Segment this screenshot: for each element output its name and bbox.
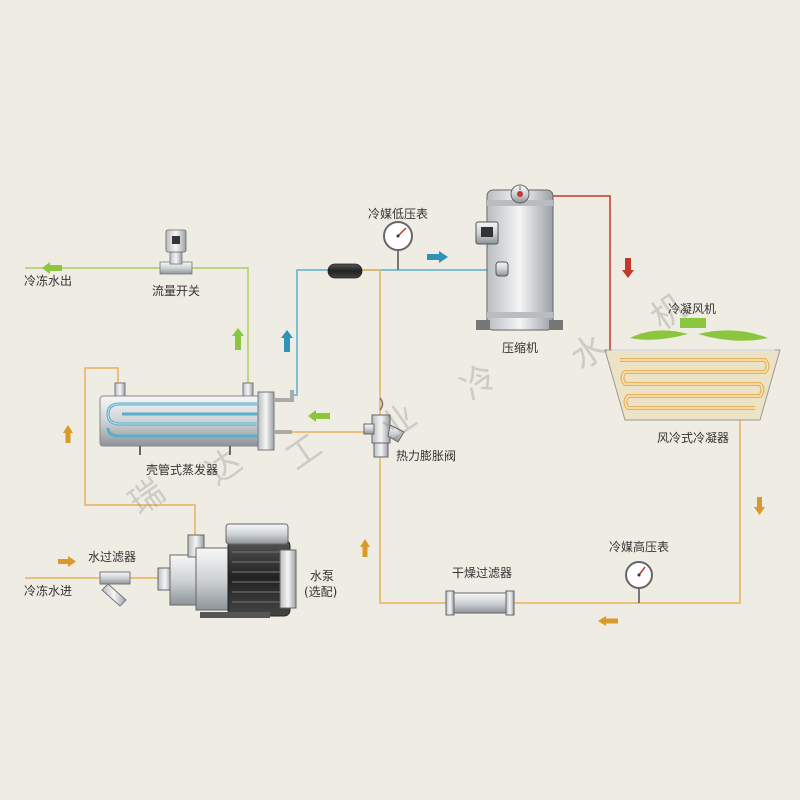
flow-arrow-icon [232, 328, 244, 350]
pump-to-evaporator-pipe [84, 367, 196, 535]
flow-arrow-icon [360, 539, 370, 557]
flow-arrow-icon [427, 251, 448, 263]
expansion-valve-label: 热力膨胀阀 [396, 449, 457, 463]
evaporator-label: 壳管式蒸发器 [145, 463, 219, 477]
condenser-label: 风冷式冷凝器 [656, 431, 730, 445]
flow-arrow-icon [58, 556, 76, 567]
low-pressure-gauge-label: 冷媒低压表 [367, 207, 429, 221]
flow-switch-valve-icon [159, 229, 193, 275]
water-filter-icon [99, 571, 131, 607]
flow-arrow-icon [754, 497, 765, 515]
liquid-line-pipe [358, 269, 741, 604]
discharge-line-pipe [552, 195, 611, 350]
flow-arrow-icon [63, 425, 73, 443]
chilled-water-in-label: 冷冻水进 [24, 584, 73, 598]
high-pressure-gauge-label: 冷媒高压表 [608, 540, 670, 554]
expansion-valve-icon [363, 397, 405, 458]
evaporator-icon [99, 382, 294, 455]
flow-arrow-icon [598, 616, 618, 626]
water-pump-icon [157, 523, 297, 618]
compressor-label: 压缩机 [501, 341, 539, 355]
dry-filter-label: 干燥过滤器 [451, 566, 513, 580]
flow-arrow-icon [281, 330, 293, 352]
accumulator-icon [327, 263, 363, 279]
condenser-icon [604, 349, 781, 421]
compressor-icon [475, 184, 563, 331]
high-pressure-gauge-icon [625, 561, 653, 603]
chilled-water-out-label: 冷冻水出 [24, 274, 73, 288]
flow-arrow-icon [308, 410, 330, 422]
fan-icon [630, 318, 768, 341]
flow-switch-label: 流量开关 [151, 284, 201, 298]
low-pressure-gauge-icon [383, 221, 413, 270]
water-filter-label: 水过滤器 [88, 550, 137, 564]
flow-arrow-icon [622, 258, 634, 278]
water-pump-optional-label: (选配) [304, 585, 338, 599]
water-pump-label: 水泵 [310, 569, 335, 583]
dry-filter-icon [445, 590, 515, 616]
condenser-fan-label: 冷凝风机 [667, 302, 717, 316]
flow-arrow-icon [42, 262, 62, 274]
